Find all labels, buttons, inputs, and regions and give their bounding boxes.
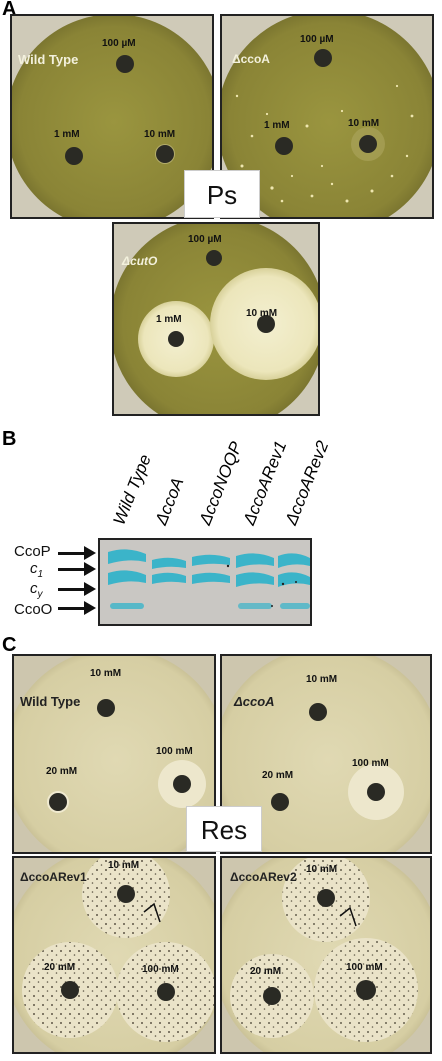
concentration-label: 1 mM <box>264 120 290 131</box>
strain-label: ΔccoA <box>232 52 270 66</box>
arrow-icon <box>58 601 96 615</box>
western-blot <box>98 538 312 626</box>
band-label-ccop: CcoP <box>14 543 51 560</box>
band-label-ccoo: CcoO <box>14 601 53 618</box>
arrow-icon <box>58 546 96 560</box>
concentration-label: 10 mM <box>246 308 278 319</box>
plate-c-wild-type: Wild Type 10 mM 20 mM 100 mM <box>12 654 216 854</box>
arrow-icon <box>143 902 161 923</box>
concentration-label: 10 mM <box>306 674 338 685</box>
plate-a-cuto-image <box>114 224 318 414</box>
lane-label: ΔccoARev2 <box>281 438 333 528</box>
plate-c-ccoa: ΔccoA 10 mM 20 mM 100 mM <box>220 654 432 854</box>
concentration-label: 10 mM <box>108 860 140 871</box>
lane-label: ΔccoNOQP <box>195 438 247 528</box>
ps-label: Ps <box>184 170 260 218</box>
western-blot-image <box>100 540 310 624</box>
plate-c-rev2-image <box>222 858 430 1052</box>
plate-c-ccoa-image <box>222 656 430 852</box>
plate-c-rev2: ΔccoARev2 10 mM 20 mM 100 mM <box>220 856 432 1054</box>
arrow-icon <box>58 582 96 596</box>
strain-label: ΔccoA <box>234 694 275 709</box>
plate-a-cuto: ΔcutO 100 µM 1 mM 10 mM <box>112 222 320 416</box>
concentration-label: 100 mM <box>156 746 193 757</box>
plate-a-ccoa: ΔccoA 100 µM 1 mM 10 mM <box>220 14 434 219</box>
concentration-label: 10 mM <box>144 129 176 140</box>
arrow-icon <box>58 562 96 576</box>
concentration-label: 100 mM <box>142 964 179 975</box>
plate-c-rev1-image <box>14 858 214 1052</box>
concentration-label: 1 mM <box>54 129 80 140</box>
plate-a-ccoa-image <box>222 16 432 217</box>
concentration-label: 100 µM <box>188 234 222 245</box>
concentration-label: 20 mM <box>46 766 78 777</box>
concentration-label: 10 mM <box>348 118 380 129</box>
arrow-icon <box>339 906 357 927</box>
band-label-cy-text: cy <box>30 580 43 600</box>
concentration-label: 1 mM <box>156 314 182 325</box>
band-label-c1: c1 <box>30 560 43 580</box>
lane-label: Wild Type <box>109 451 155 528</box>
concentration-label: 100 µM <box>102 38 136 49</box>
strain-label: Wild Type <box>18 52 79 67</box>
strain-label: ΔccoARev2 <box>230 870 297 884</box>
plate-c-wild-type-image <box>14 656 214 852</box>
panel-letter-c: C <box>2 634 17 656</box>
concentration-label: 20 mM <box>262 770 294 781</box>
concentration-label: 20 mM <box>44 962 76 973</box>
plate-a-wild-type-image <box>12 16 212 217</box>
concentration-label: 100 mM <box>352 758 389 769</box>
strain-label: Wild Type <box>20 694 81 709</box>
concentration-label: 10 mM <box>90 668 122 679</box>
plate-a-wild-type: Wild Type 100 µM 1 mM 10 mM <box>10 14 214 219</box>
band-label-cy: cy <box>30 580 43 600</box>
panel-letter-b: B <box>2 428 17 450</box>
concentration-label: 100 mM <box>346 962 383 973</box>
concentration-label: 100 µM <box>300 34 334 45</box>
band-label-c1-text: c1 <box>30 560 44 580</box>
concentration-label: 10 mM <box>306 864 338 875</box>
plate-c-rev1: ΔccoARev1 10 mM 20 mM 100 mM <box>12 856 216 1054</box>
lane-label: ΔccoA <box>151 474 188 528</box>
strain-label: ΔccoARev1 <box>20 870 87 884</box>
concentration-label: 20 mM <box>250 966 282 977</box>
strain-label: ΔcutO <box>122 254 158 268</box>
res-label: Res <box>186 806 262 852</box>
